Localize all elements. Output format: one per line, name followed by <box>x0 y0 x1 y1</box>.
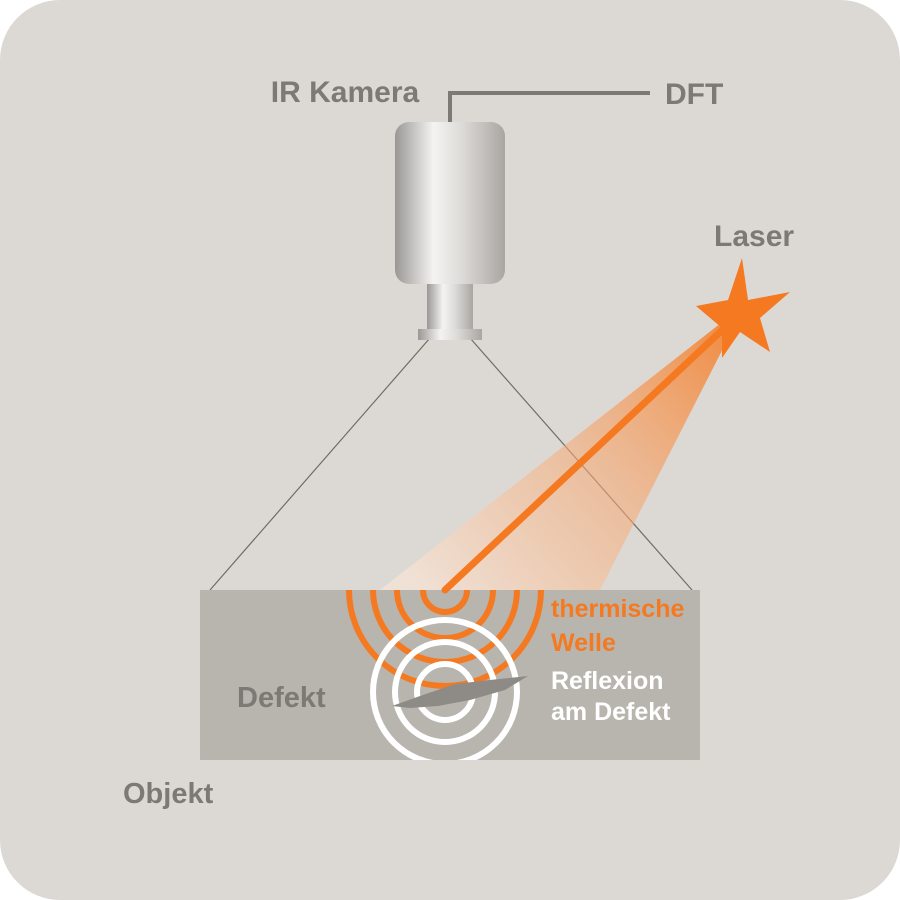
camera-label: IR Kamera <box>271 76 420 109</box>
object-label: Objekt <box>123 778 214 810</box>
defect-shape <box>392 676 528 708</box>
ir-camera-icon <box>395 122 505 340</box>
laser-beam-cone <box>380 312 735 590</box>
reflection-label-line2: am Defekt <box>551 698 671 726</box>
defect-label: Defekt <box>237 682 326 714</box>
reflection-label-line1: Reflexion <box>551 667 664 695</box>
laser-burst-icon <box>696 258 790 358</box>
fov-line-left <box>209 337 431 591</box>
thermal-wave-label-line1: thermische <box>551 595 684 623</box>
laser-ray <box>441 314 739 594</box>
dft-connection-line <box>448 91 650 122</box>
thermal-wave-label-line2: Welle <box>551 629 616 657</box>
dft-label: DFT <box>665 78 723 111</box>
laser-label: Laser <box>714 220 794 253</box>
